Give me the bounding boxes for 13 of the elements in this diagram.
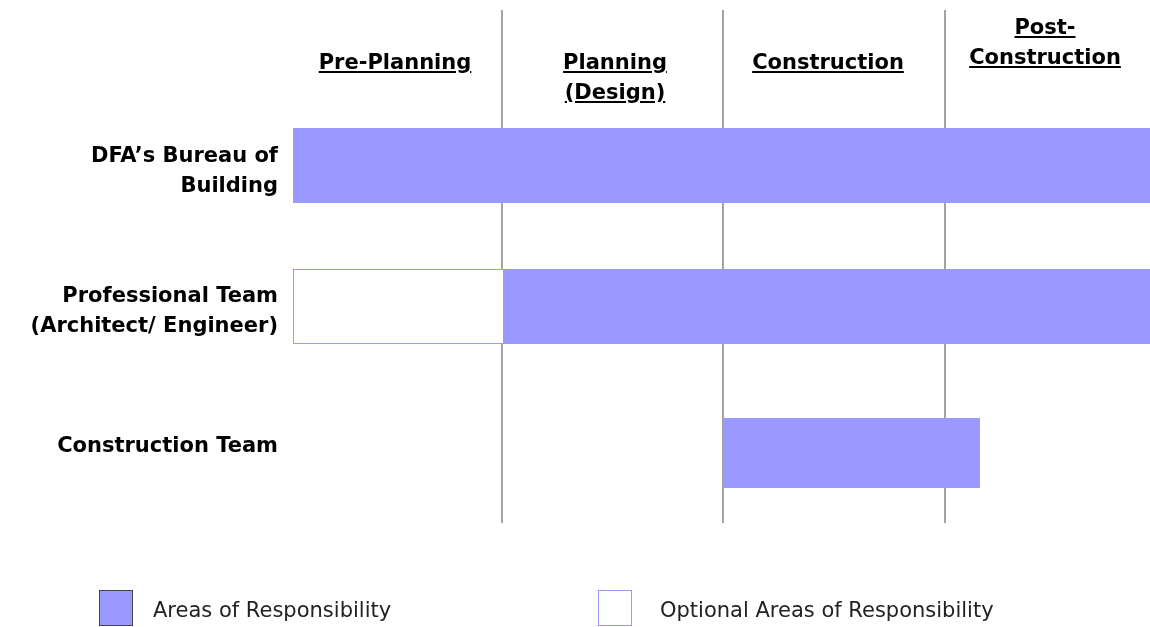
responsibility-bar: [723, 418, 980, 488]
row-label: Professional Team (Architect/ Engineer): [29, 282, 278, 339]
legend-label: Areas of Responsibility: [153, 597, 392, 624]
phase-heading: Planning (Design): [562, 49, 668, 106]
row-label: Construction Team: [56, 432, 278, 459]
phase-heading: Pre-Planning: [317, 49, 473, 76]
legend-label: Optional Areas of Responsibility: [660, 597, 994, 624]
responsibility-bar: [293, 128, 1150, 203]
responsibility-bar: [504, 269, 1150, 344]
optional-responsibility-box: [293, 269, 504, 344]
phase-heading: Post-Construction: [968, 14, 1122, 71]
phase-heading: Construction: [751, 49, 905, 76]
row-label: DFA’s Bureau of Building: [89, 142, 278, 199]
